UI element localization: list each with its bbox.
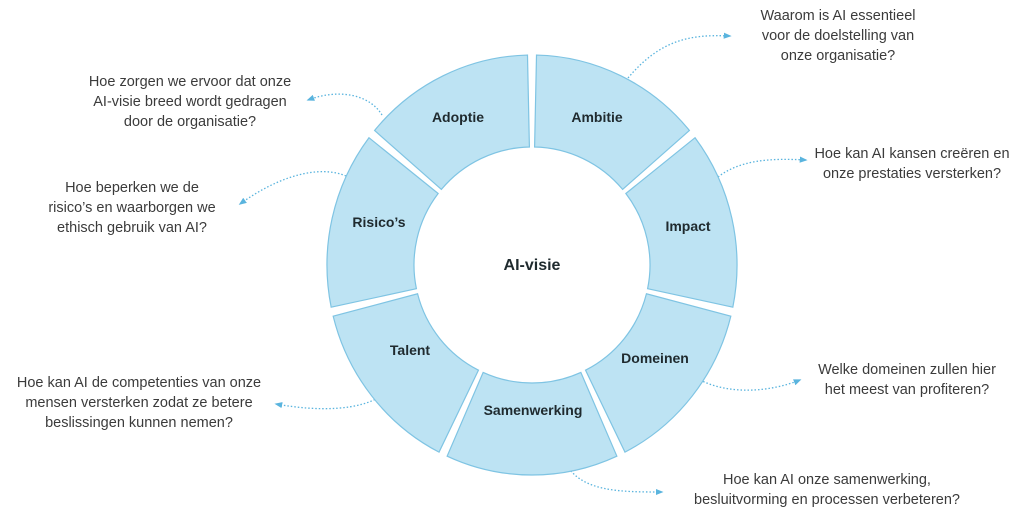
question-text: Hoe beperken we de risico’s en waarborge… xyxy=(48,180,216,236)
segment-3 xyxy=(584,293,732,453)
segment-5 xyxy=(332,293,480,453)
connector-arrow xyxy=(627,32,732,79)
connectors xyxy=(238,32,808,496)
center-label: AI-visie xyxy=(504,257,561,274)
segment-label: Ambitie xyxy=(571,109,623,125)
question-text: Waarom is AI essentieel voor de doelstel… xyxy=(760,8,916,64)
question-text: Hoe zorgen we ervoor dat onze AI-visie b… xyxy=(88,74,292,130)
connector-arrow xyxy=(274,395,382,410)
segment-label: Impact xyxy=(665,218,710,234)
question-text: Welke domeinen zullen hier het meest van… xyxy=(818,362,996,398)
connector-arrow xyxy=(699,379,802,391)
segment-label: Domeinen xyxy=(621,350,689,366)
segment-4 xyxy=(446,371,618,476)
connector-arrow xyxy=(306,93,383,116)
segment-label: Adoptie xyxy=(432,109,484,125)
question-text: Hoe kan AI kansen creëren en onze presta… xyxy=(814,146,1010,182)
connector-arrow xyxy=(238,170,347,205)
segment-1 xyxy=(533,54,691,191)
question-text: Hoe kan AI onze samenwerking, besluitvor… xyxy=(694,472,960,508)
segment-label: Samenwerking xyxy=(484,402,583,418)
connector-arrow xyxy=(717,156,808,178)
segment-label: Talent xyxy=(390,342,431,358)
segment-6 xyxy=(326,136,439,308)
segment-7 xyxy=(373,54,531,191)
segment-label: Risico’s xyxy=(352,214,405,230)
question-text: Hoe kan AI de competenties van onze mens… xyxy=(16,375,262,431)
segment-2 xyxy=(625,136,738,308)
